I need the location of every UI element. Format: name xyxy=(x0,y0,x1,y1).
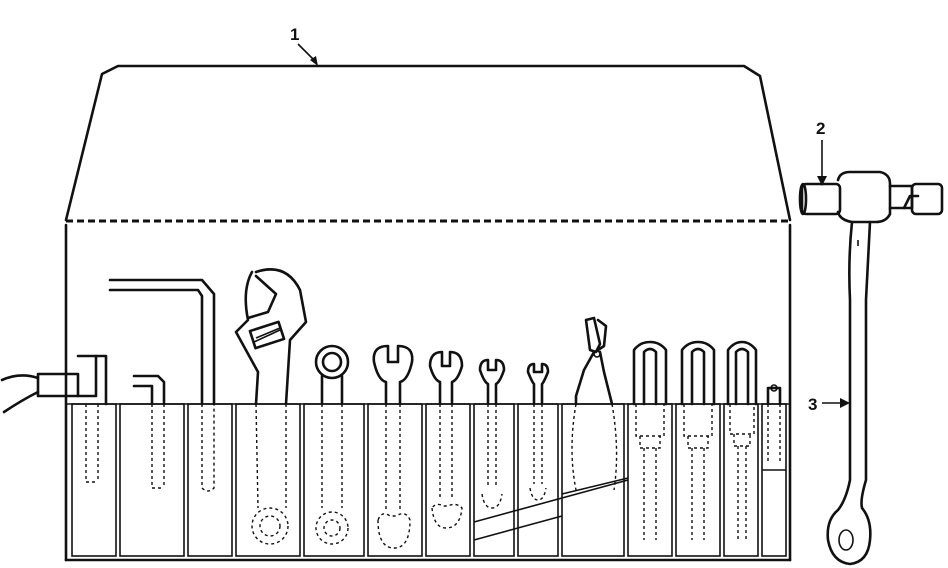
screwdriver-2-icon xyxy=(680,340,716,540)
pliers-icon xyxy=(571,316,618,491)
tee-handle-tool-icon xyxy=(0,354,108,483)
screwdriver-1-icon xyxy=(632,340,668,540)
callout-1: 1 xyxy=(290,25,318,66)
callout-3: 3 xyxy=(808,395,850,414)
open-end-wrench-small-icon xyxy=(478,358,506,509)
tool-pockets xyxy=(66,403,790,557)
socket-wrench-icon xyxy=(798,170,944,566)
combination-wrench-icon xyxy=(314,344,350,545)
open-end-wrench-large-icon xyxy=(372,344,414,549)
tool-roll-flap xyxy=(64,64,792,562)
small-hex-key-icon xyxy=(132,374,166,489)
open-end-wrench-smallest-icon xyxy=(526,362,550,501)
callout-3-label: 3 xyxy=(808,395,817,414)
small-bit-icon xyxy=(766,384,782,462)
callout-1-label: 1 xyxy=(290,25,299,44)
open-end-wrench-medium-icon xyxy=(428,350,464,529)
screwdriver-3-icon xyxy=(726,340,758,540)
large-hex-key-icon xyxy=(108,278,216,492)
callout-2-label: 2 xyxy=(816,119,825,138)
adjustable-wrench-icon xyxy=(234,268,308,545)
callout-2: 2 xyxy=(816,119,827,186)
